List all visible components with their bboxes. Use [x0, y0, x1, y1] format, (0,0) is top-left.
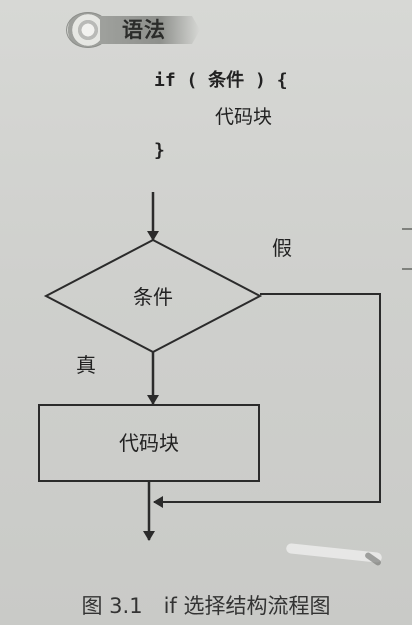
- edge-mark-1: [402, 228, 412, 230]
- decision-label: 条件: [133, 285, 173, 309]
- edge-mark-2: [402, 268, 412, 270]
- header-ribbon: [100, 16, 200, 44]
- false-path: [153, 293, 381, 508]
- code-line-body: 代码块: [215, 106, 273, 128]
- figure-caption: 图 3.1 if 选择结构流程图: [81, 594, 331, 618]
- true-label: 真: [76, 353, 96, 377]
- false-label: 假: [272, 236, 292, 260]
- code-line-if: if ( 条件 ) {: [154, 70, 288, 91]
- section-title: 语法: [122, 18, 166, 42]
- section-header: 语法: [66, 12, 206, 48]
- code-line-close: }: [154, 140, 165, 161]
- process-label: 代码块: [119, 431, 179, 455]
